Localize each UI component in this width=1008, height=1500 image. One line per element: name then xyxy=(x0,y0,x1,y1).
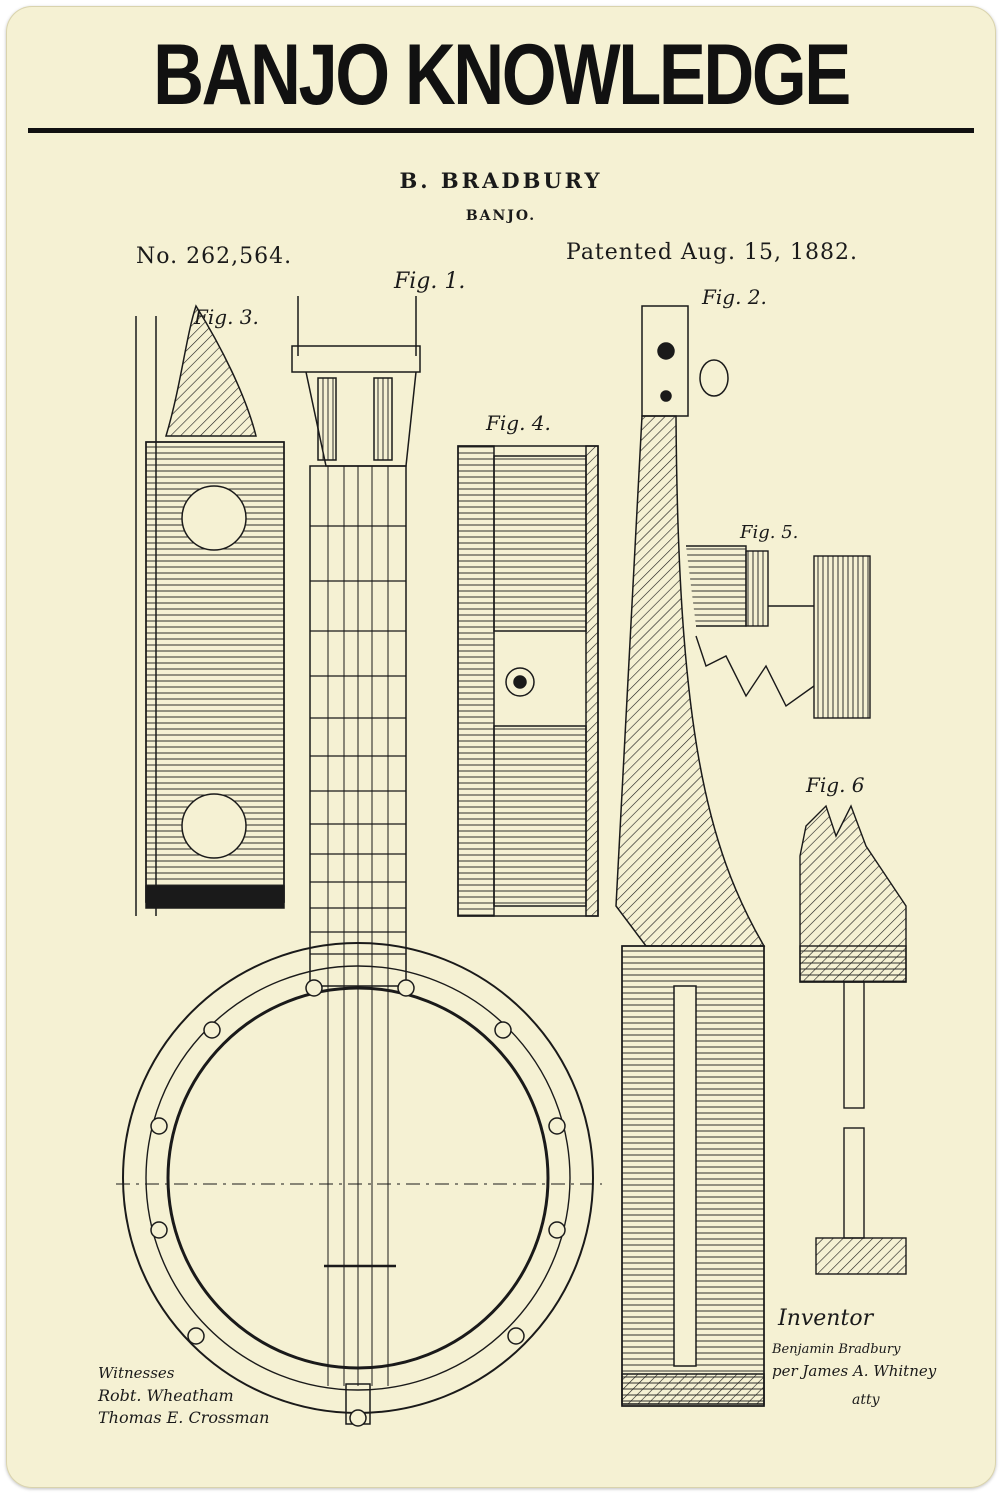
patent-subject: BANJO. xyxy=(465,208,537,224)
attorney-label: atty xyxy=(852,1392,880,1408)
figure-3-label: Fig. 3. xyxy=(193,305,259,329)
sign-title: BANJO KNOWLEDGE xyxy=(153,27,851,123)
figure-4-drawing xyxy=(457,445,599,917)
figure-3-drawing xyxy=(135,304,285,916)
figure-6-drawing xyxy=(799,804,907,1275)
witness-signature-2: Thomas E. Crossman xyxy=(98,1408,270,1427)
figure-5-drawing xyxy=(686,545,871,719)
patent-number: No. 262,564. xyxy=(136,244,293,269)
figure-1-label: Fig. 1. xyxy=(393,269,465,294)
witnesses-label: Witnesses xyxy=(98,1364,175,1382)
patent-date: Patented Aug. 15, 1882. xyxy=(566,240,858,265)
figure-4-label: Fig. 4. xyxy=(485,411,551,435)
patent-drawing: Fig. 3. xyxy=(116,269,907,1427)
figure-2-drawing xyxy=(615,305,766,1407)
figure-2-label: Fig. 2. xyxy=(701,285,767,309)
witness-signature-1: Robt. Wheatham xyxy=(98,1386,234,1405)
figure-1-drawing xyxy=(116,296,602,1427)
figure-5-label: Fig. 5. xyxy=(739,522,798,543)
title-divider xyxy=(28,128,974,133)
figure-6-label: Fig. 6 xyxy=(805,773,865,797)
inventor-signature: Benjamin Bradbury xyxy=(772,1342,901,1357)
attorney-signature: per James A. Whitney xyxy=(772,1362,937,1380)
patent-inventor: B. BRADBURY xyxy=(399,168,603,193)
inventor-label: Inventor xyxy=(778,1306,874,1331)
banjo-patent-sign: BANJO KNOWLEDGE B. BRADBURY BANJO. No. 2… xyxy=(6,6,996,1488)
